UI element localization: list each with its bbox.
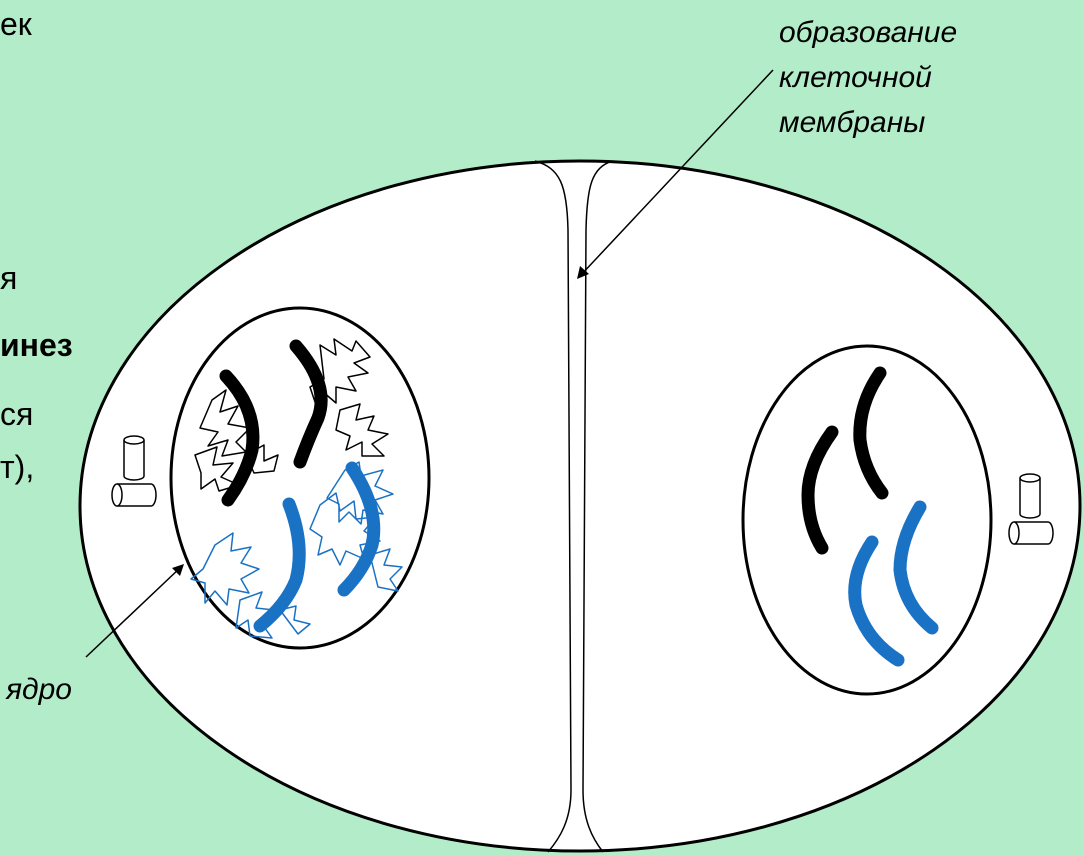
membrane-label: образование клеточной мембраны <box>779 10 957 145</box>
text-fragment-2: я <box>0 258 17 298</box>
text-fragment-1: ек <box>0 4 32 44</box>
text-fragment-5: т), <box>0 447 34 487</box>
text-fragment-3-bold: инез <box>0 325 73 365</box>
nucleus-label: ядро <box>6 670 72 710</box>
membrane-label-line-2: клеточной <box>779 55 957 100</box>
text-fragment-4: ся <box>0 394 33 434</box>
membrane-label-line-1: образование <box>779 10 957 55</box>
membrane-label-line-3: мембраны <box>779 100 957 145</box>
